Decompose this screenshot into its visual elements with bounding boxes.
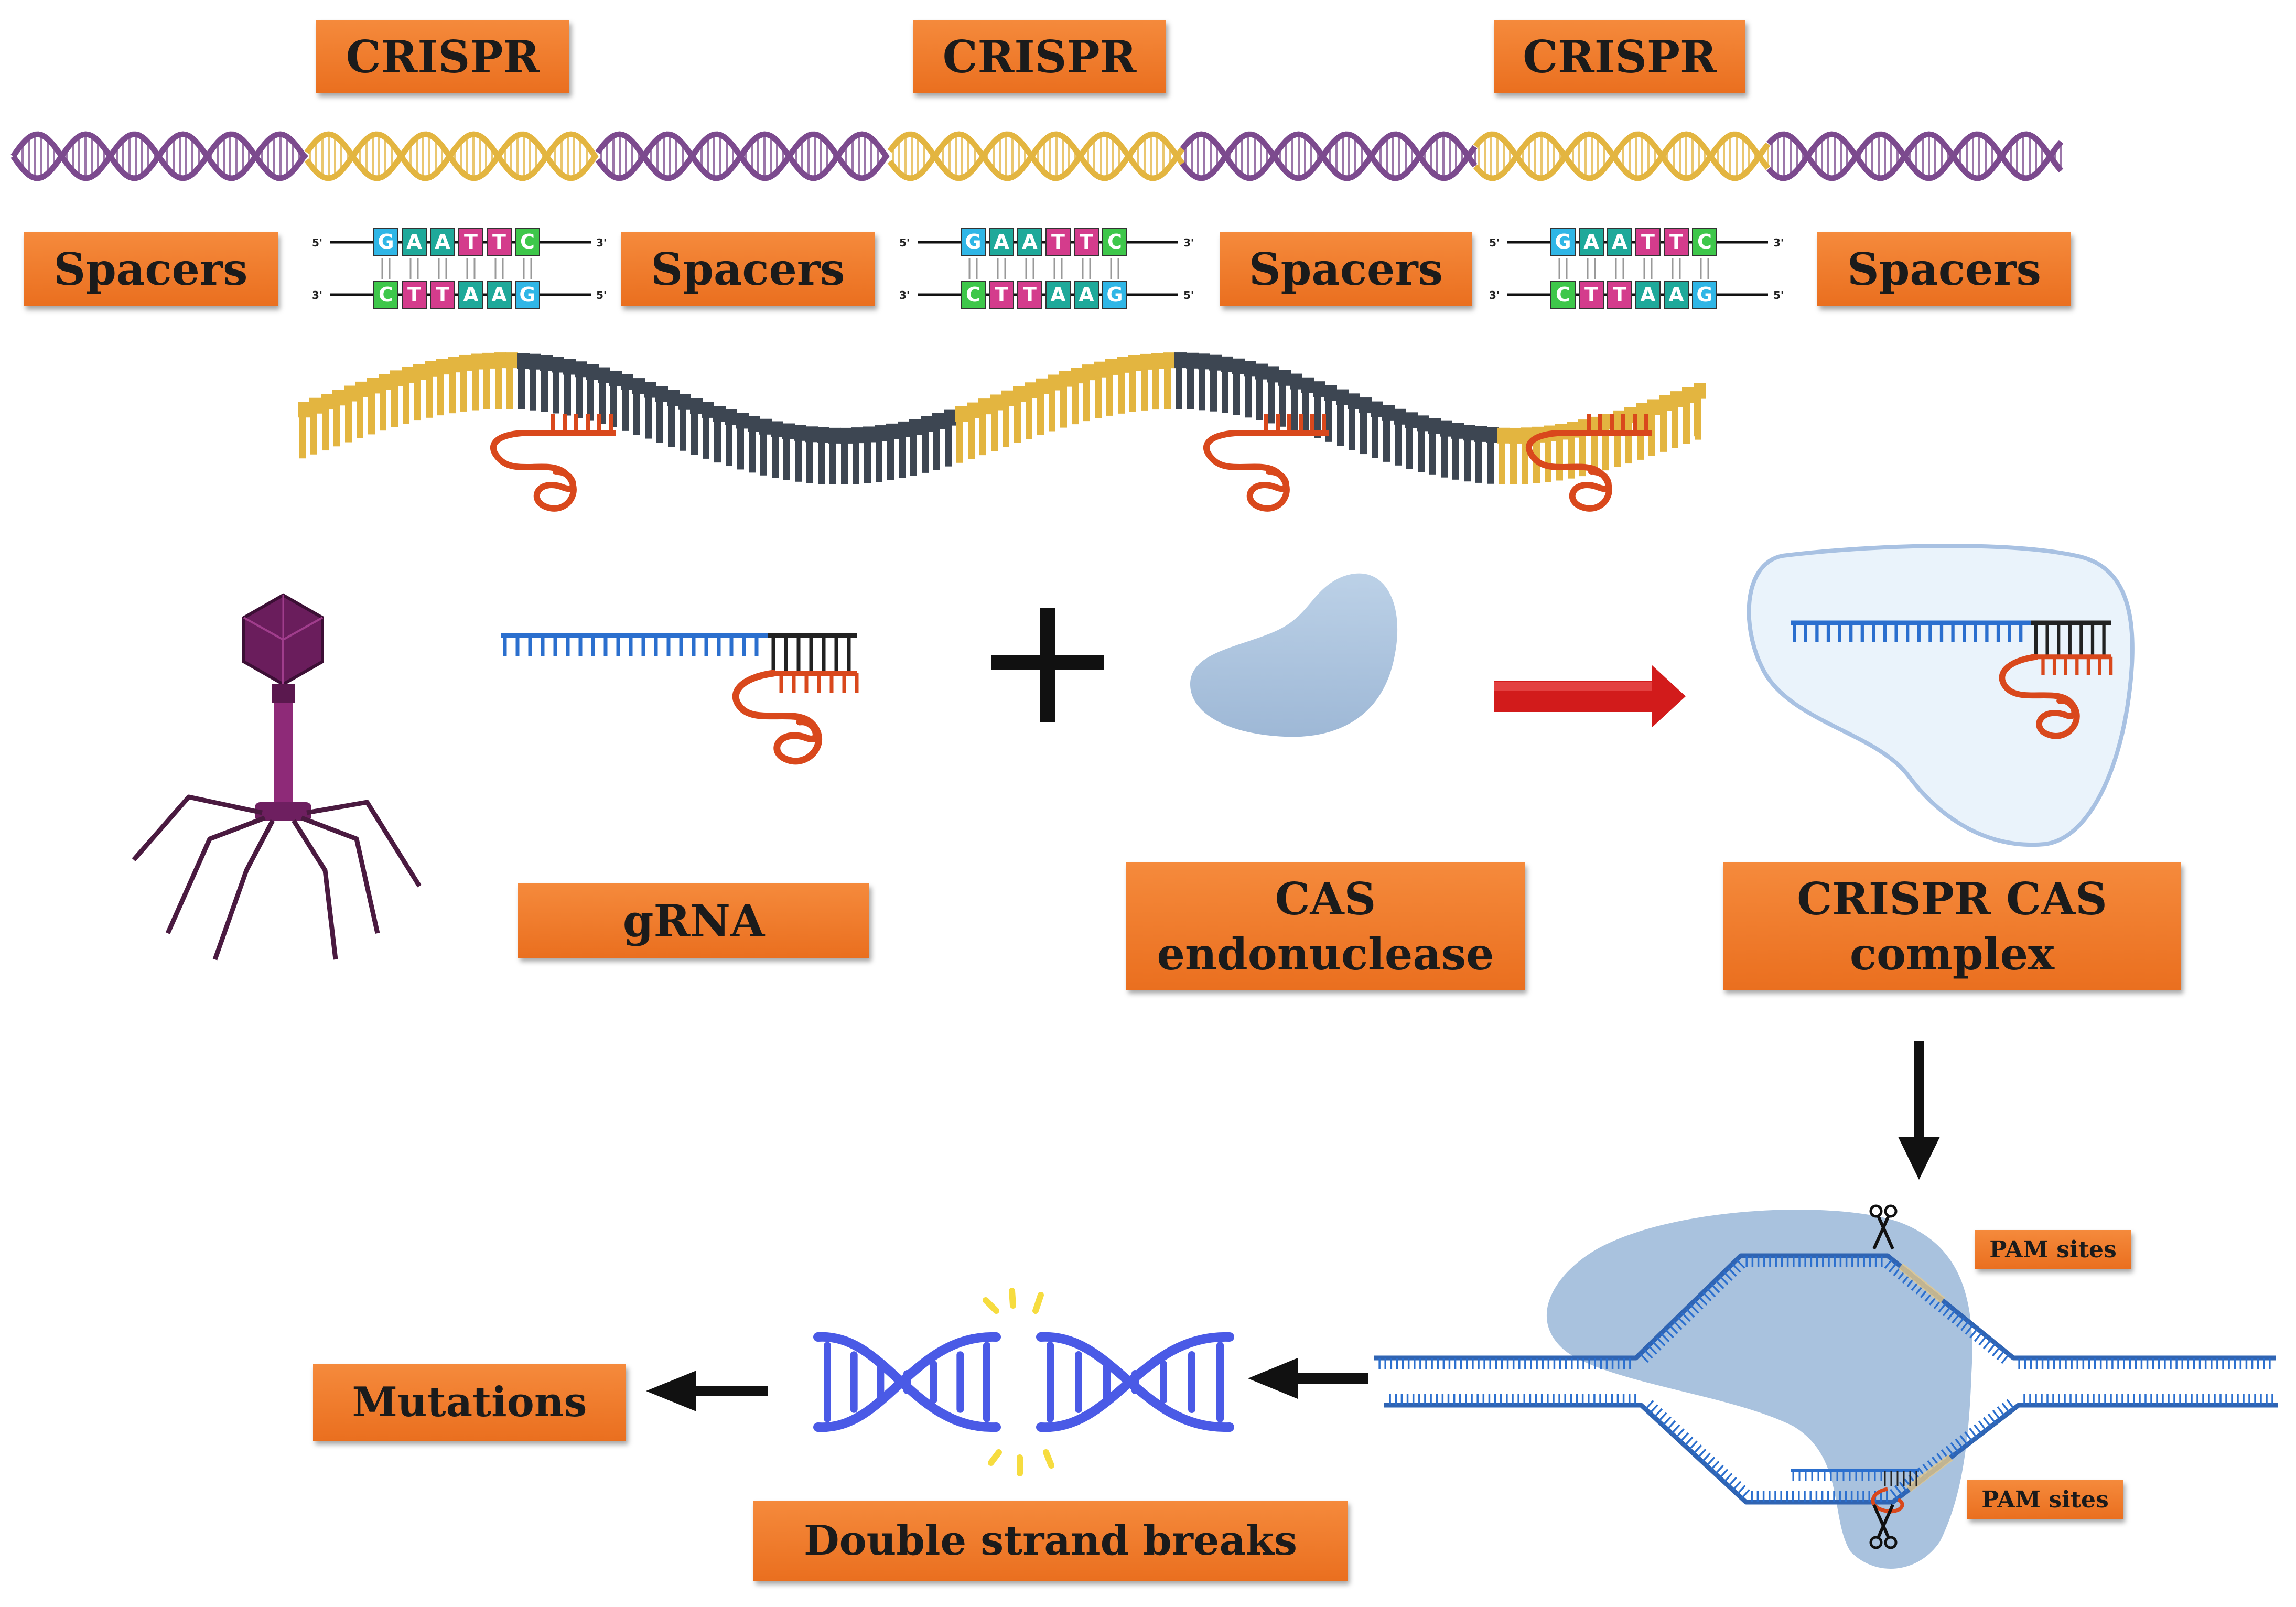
base-letter: G [378,230,394,253]
arrow-right-icon [1494,665,1686,728]
base-letter: G [965,230,981,253]
base-letter: T [464,230,478,253]
strand-end-label: 5' [1489,236,1500,249]
crispr-cas-complex-icon [1747,544,2135,847]
base-letter: T [1023,283,1037,306]
base-letter: C [1107,230,1122,253]
base-letter: A [1612,230,1627,253]
base-letter: T [492,230,506,253]
base-letter: C [1556,283,1570,306]
strand-end-label: 5' [899,236,910,249]
strand-end-label: 3' [1773,236,1784,249]
base-letter: C [379,283,393,306]
bacteriophage-icon [132,593,422,961]
base-letter: T [995,283,1008,306]
base-letter: G [519,283,535,306]
double-strand-break-icon [813,1288,1234,1476]
base-letter: A [406,230,422,253]
double-strand-breaks-label: Double strand breaks [753,1501,1348,1581]
crispr-label-3: CRISPR [1494,20,1745,93]
cas-endonuclease-label: CAS endonuclease [1126,862,1525,990]
base-letter: T [1584,283,1598,306]
base-letter: T [407,283,421,306]
strand-end-label: 5' [1773,289,1784,301]
strand-end-label: 5' [596,289,607,301]
base-letter: A [1668,283,1684,306]
base-letter: A [1022,230,1038,253]
strand-end-label: 3' [1489,289,1500,301]
crispr-cas-complex-label: CRISPR CAS complex [1723,862,2181,990]
base-letter: A [994,230,1009,253]
base-letter: T [1613,283,1626,306]
pam-sites-label-top: PAM sites [1975,1230,2131,1269]
base-letter: T [436,283,449,306]
spacers-label-3: Spacers [1220,232,1472,306]
base-letter: A [463,283,479,306]
guide-rna-icon [501,633,859,765]
base-letter: T [1641,230,1655,253]
pam-sites-label-bottom: PAM sites [1967,1480,2123,1519]
spacers-label-1: Spacers [24,232,278,306]
strand-end-label: 3' [312,289,322,301]
scissors-icon [1869,1204,1898,1250]
bound-guide-rna [1791,1469,1919,1514]
cas-endonuclease-icon [1190,573,1398,737]
base-letter: A [1640,283,1656,306]
base-letter: G [1106,283,1123,306]
strand-end-label: 5' [1183,289,1194,301]
target-dna-strands [1374,1253,2278,1505]
mutations-label: Mutations [313,1364,626,1441]
arrow-down-icon [1898,1041,1940,1180]
grna-label: gRNA [518,883,869,958]
cas-protein-bound-shape [1546,1210,1972,1569]
plus-icon [991,608,1104,722]
arrow-left-icon [646,1371,768,1411]
base-letter: A [1583,230,1599,253]
base-letter: C [520,230,535,253]
base-letter: A [491,283,507,306]
base-letter: T [1080,230,1093,253]
strand-end-label: 3' [596,236,607,249]
base-letter: G [1555,230,1571,253]
base-letter: A [1050,283,1066,306]
base-letter: G [1696,283,1712,306]
crispr-label-2: CRISPR [913,20,1166,93]
strand-end-label: 5' [312,236,322,249]
strand-end-label: 3' [899,289,910,301]
crispr-array-dna-helix [10,131,2064,181]
spacers-label-4: Spacers [1817,232,2071,306]
crispr-label-1: CRISPR [316,20,569,93]
spacers-label-2: Spacers [621,232,875,306]
base-letter: A [435,230,450,253]
base-letter: T [1669,230,1683,253]
cas-dna-cleavage-scene [1374,1204,2278,1569]
base-letter: A [1079,283,1094,306]
strand-end-label: 3' [1183,236,1194,249]
arrow-left-icon [1248,1358,1368,1399]
base-letter: C [1697,230,1712,253]
crispr-rna-transcript [298,352,1706,512]
scissors-icon [1869,1504,1898,1549]
base-letter: C [966,283,980,306]
base-letter: T [1051,230,1065,253]
